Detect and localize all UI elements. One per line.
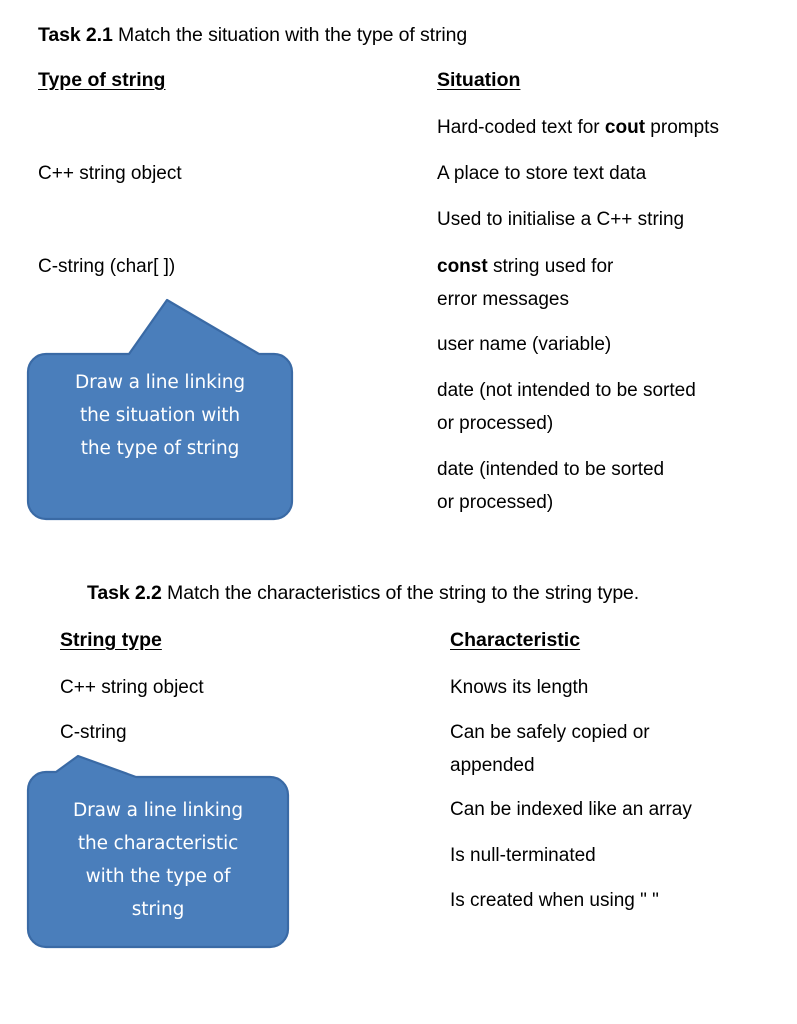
task-2-2-left-item-cpp-string-object: C++ string object	[60, 677, 204, 698]
task-2-1-left-item-c-string: C-string (char[ ])	[38, 256, 176, 277]
task-2-1-right-header: Situation	[437, 69, 521, 91]
callout-line-2: the situation with	[79, 405, 241, 426]
item-text-post: string used for	[487, 256, 614, 277]
task-2-1-left-item-cpp-string-object: C++ string object	[38, 163, 182, 184]
task-2-2-callout-bubble: Draw a line linking the characteristic w…	[24, 752, 300, 954]
callout-bubble-text: Draw a line linking the situation with t…	[38, 366, 282, 465]
callout-line-1: Draw a line linking	[74, 372, 246, 393]
task-2-2-left-item-c-string: C-string	[60, 722, 127, 743]
callout-line-1: Draw a line linking	[72, 800, 244, 821]
task-2-2-title-text: Match the characteristics of the string …	[161, 582, 640, 604]
task-2-1-right-item-user-name: user name (variable)	[437, 334, 612, 355]
task-2-2-right-item-safely-copied-cont: appended	[450, 755, 535, 776]
task-2-1-right-item-date-sorted: date (intended to be sorted	[437, 459, 665, 480]
task-2-1-right-item-date-sorted-cont: or processed)	[437, 492, 554, 513]
task-2-2-title-label: Task 2.2	[87, 582, 162, 604]
callout-bubble-text: Draw a line linking the characteristic w…	[36, 794, 280, 926]
task-2-1-right-item-date-not-sorted: date (not intended to be sorted	[437, 380, 696, 401]
item-text-bold: const	[437, 256, 488, 277]
callout-line-4: string	[131, 899, 185, 920]
task-2-1-right-item-initialise: Used to initialise a C++ string	[437, 209, 685, 230]
task-2-1-right-item-error-messages: error messages	[437, 289, 569, 310]
callout-line-3: with the type of	[85, 866, 231, 887]
task-2-2-right-item-safely-copied: Can be safely copied or	[450, 722, 650, 743]
item-text-post: prompts	[645, 117, 719, 138]
task-2-2-left-header: String type	[60, 629, 162, 651]
task-2-1-title-text: Match the situation with the type of str…	[112, 24, 468, 46]
callout-line-2: the characteristic	[77, 833, 239, 854]
item-text-bold: cout	[604, 117, 646, 138]
task-2-2-right-item-indexed-array: Can be indexed like an array	[450, 799, 692, 820]
task-2-1-left-header: Type of string	[38, 69, 166, 91]
callout-bubble-shape	[26, 754, 290, 949]
task-2-1-callout-bubble: Draw a line linking the situation with t…	[24, 294, 304, 526]
task-2-1-right-item-const-string: const string used for	[437, 254, 613, 280]
task-2-2-title: Task 2.2 Match the characteristics of th…	[87, 580, 639, 606]
callout-line-3: the type of string	[80, 438, 240, 459]
task-2-2-right-item-created-quotes: Is created when using " "	[450, 890, 659, 911]
task-2-2-right-item-knows-length: Knows its length	[450, 677, 589, 698]
task-2-1-right-item-hardcoded-text: Hard-coded text for cout prompts	[437, 115, 719, 141]
callout-bubble-shape	[26, 298, 294, 521]
item-text-pre: Hard-coded text for	[437, 117, 605, 138]
task-2-1-title-label: Task 2.1	[38, 24, 113, 46]
task-2-2-right-header: Characteristic	[450, 629, 581, 651]
task-2-1-right-item-place-to-store: A place to store text data	[437, 163, 647, 184]
task-2-1-title: Task 2.1 Match the situation with the ty…	[38, 22, 467, 48]
task-2-1-right-item-date-not-sorted-cont: or processed)	[437, 413, 554, 434]
task-2-2-right-item-null-terminated: Is null-terminated	[450, 845, 596, 866]
